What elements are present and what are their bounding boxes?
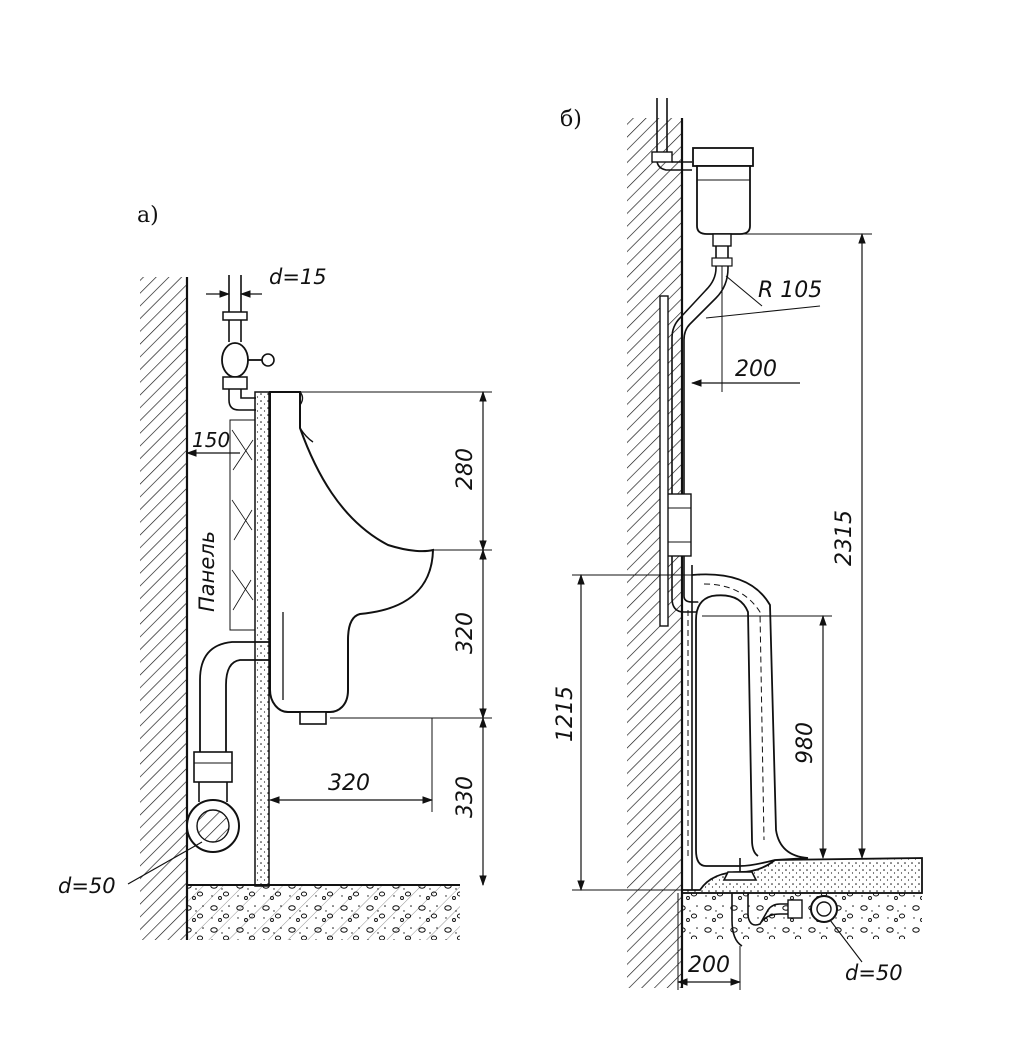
dim-b-drain-diameter: d=50 [845,961,903,985]
dim-a-wall-offset: 150 [192,428,230,452]
panel-b-board [659,295,669,627]
valve-a-body [221,342,249,378]
dim-b-flush-height: 980 [793,722,818,764]
panel-board [254,391,270,887]
panel-b: б) [553,98,923,990]
flush-pipe-b [671,246,729,613]
floor-a-gravel [187,886,460,940]
dim-b-spreader-height: 1215 [553,686,578,742]
drain-a-coupling [193,751,233,783]
trough-b-shape [691,573,809,867]
valve-a-handwheel[interactable] [261,353,275,367]
dim-a-drain-diameter: d=50 [58,874,116,898]
dim-a-supply-diameter: d=15 [269,265,327,289]
dim-a-bottom: 330 [453,776,478,818]
dim-b-floor-offset: 200 [688,953,730,978]
panel-a: а) Панель [58,203,492,940]
panel-cavity [229,419,256,631]
dim-b-total-height: 2315 [832,510,857,566]
flush-pipe-coupling [664,493,692,557]
dim-b-offset: 200 [735,357,777,382]
dim-b-radius: R 105 [758,278,822,303]
dim-a-middle: 320 [453,612,478,654]
panel-a-panel-label: Панель [195,531,219,612]
drain-b-grate [722,871,758,881]
drain-b-pipe [731,893,800,947]
urinal-a-bowl [269,391,435,713]
dim-a-projection: 320 [328,771,370,796]
drain-a-pipe [199,641,270,752]
cistern-b-lid[interactable] [692,147,754,167]
panel-b-label: б) [560,107,582,132]
panel-cavity-texture [231,429,254,611]
dim-a-top: 280 [453,448,478,490]
cistern-b-body [696,165,751,235]
panel-a-label: а) [137,203,159,228]
wall-a-hatch [140,277,187,940]
urinal-a-outlet [299,711,327,725]
supply-coupling [222,311,248,321]
drain-b-main [810,895,838,923]
